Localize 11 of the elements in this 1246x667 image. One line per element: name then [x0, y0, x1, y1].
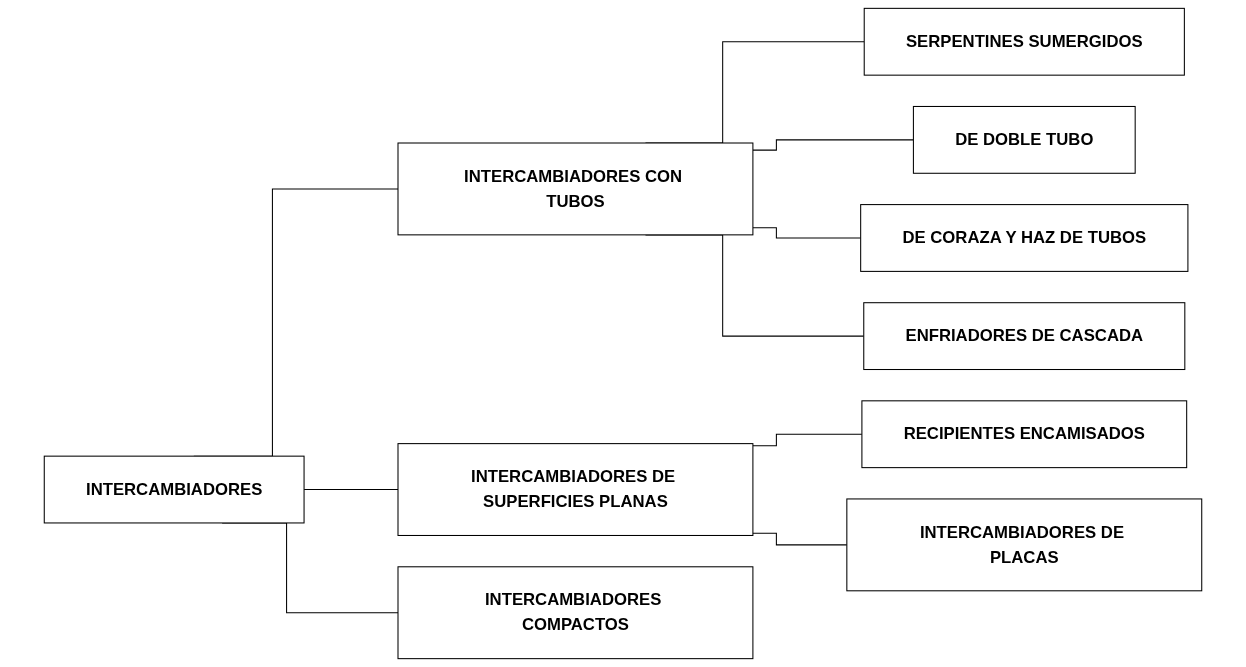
node-box: INTERCAMBIADORES COMPACTOS [397, 566, 754, 660]
node-box: RECIPIENTES ENCAMISADOS [861, 400, 1188, 469]
node-box: DE CORAZA Y HAZ DE TUBOS [860, 204, 1189, 272]
node-box: INTERCAMBIADORES CON TUBOS [397, 142, 754, 236]
node-box: DE DOBLE TUBO [912, 105, 1136, 174]
node-box: ENFRIADORES DE CASCADA [863, 302, 1186, 371]
node-box: SERPENTINES SUMERGIDOS [863, 7, 1185, 76]
node-box: INTERCAMBIADORES [43, 455, 305, 524]
connector [752, 139, 914, 151]
node-box: INTERCAMBIADORES DE SUPERFICIES PLANAS [397, 443, 754, 536]
node-box: INTERCAMBIADORES DE PLACAS [846, 498, 1203, 592]
